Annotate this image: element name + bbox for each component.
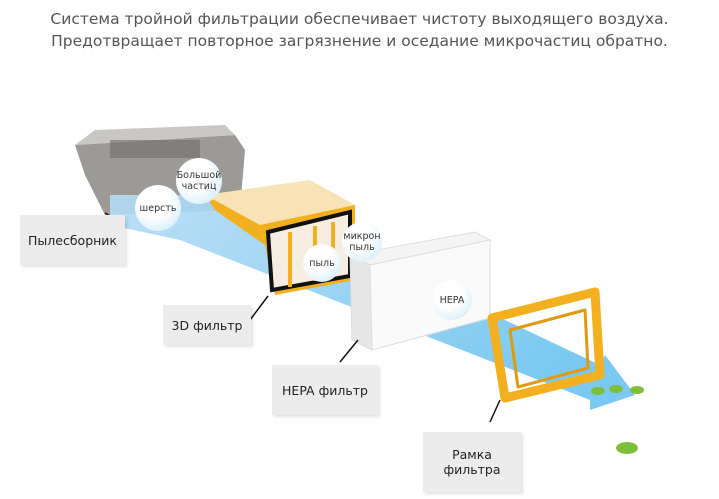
bubble-hepa: HEPA [432, 280, 472, 320]
bubble-large-particles: Большой частиц [176, 158, 222, 204]
header-line-2: Предотвращает повторное загрязнение и ос… [51, 32, 668, 50]
bubble-micron-dust: микрон пыль [342, 222, 382, 262]
label-filter-frame: Рамка фильтра [423, 432, 521, 492]
header-line-1: Система тройной фильтрации обеспечивает … [50, 10, 669, 28]
label-hepa-filter: HEPA фильтр [272, 365, 378, 415]
bubble-wool: шерсть [135, 185, 181, 231]
bubble-dust: пыль [303, 244, 341, 282]
hepa-filter-image [348, 231, 492, 351]
filter-frame-image [487, 287, 605, 403]
label-3d-filter: 3D фильтр [163, 305, 251, 345]
leaf-icons [591, 385, 644, 454]
label-dustbin: Пылесборник [20, 215, 125, 265]
